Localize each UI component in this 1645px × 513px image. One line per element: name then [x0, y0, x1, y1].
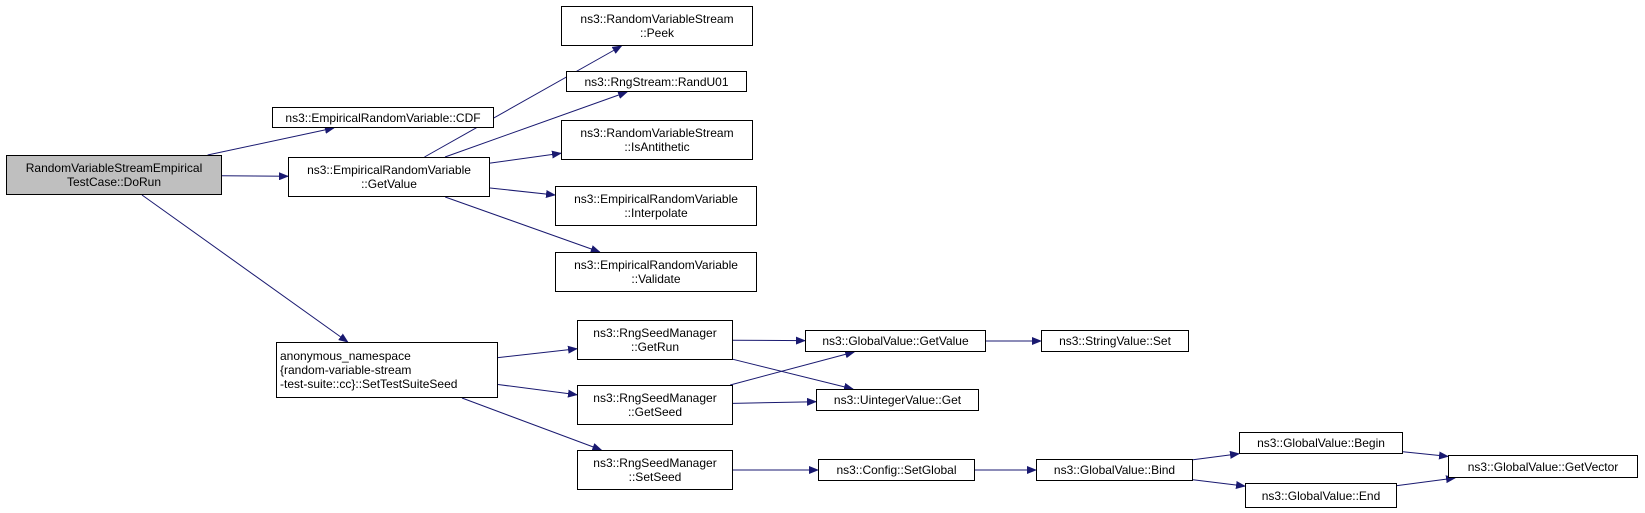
node-globalvalue-end[interactable]: ns3::GlobalValue::End — [1245, 483, 1397, 508]
node-uintegervalue-get[interactable]: ns3::UintegerValue::Get — [816, 389, 979, 411]
edge-root-to-cdf — [207, 125, 335, 156]
node-label-line: ::GetRun — [630, 340, 680, 354]
node-label-line: ns3::RandomVariableStream — [580, 12, 734, 26]
edge-root-to-getvalue — [221, 172, 289, 181]
node-label-line: ns3::EmpiricalRandomVariable::CDF — [285, 110, 481, 125]
node-settestsuiteseed[interactable]: anonymous_namespace {random-variable-str… — [276, 342, 498, 398]
edge-settestsuiteseed-to-getseed — [497, 384, 578, 398]
node-label-line: ns3::UintegerValue::Get — [833, 393, 962, 407]
node-label-line: ::Peek — [639, 26, 675, 40]
node-stream-isantithetic[interactable]: ns3::RandomVariableStream ::IsAntithetic — [561, 120, 753, 160]
node-globalvalue-getvector[interactable]: ns3::GlobalValue::GetVector — [1448, 455, 1638, 478]
node-label-line: ns3::StringValue::Set — [1059, 334, 1171, 348]
edge-root-to-settestsuiteseed — [141, 194, 349, 343]
edge-getrun-to-uinteger_get — [732, 358, 854, 391]
edge-getvalue-to-validate — [445, 196, 601, 253]
node-globalvalue-getvalue[interactable]: ns3::GlobalValue::GetValue — [805, 330, 986, 352]
node-config-setglobal[interactable]: ns3::Config::SetGlobal — [818, 459, 975, 481]
node-empirical-getvalue[interactable]: ns3::EmpiricalRandomVariable ::GetValue — [288, 157, 490, 197]
node-empirical-interpolate[interactable]: ns3::EmpiricalRandomVariable ::Interpola… — [555, 186, 757, 226]
edge-gv_bind-to-gv_end — [1192, 479, 1246, 489]
node-label-line: {random-variable-stream — [280, 363, 412, 377]
node-empirical-validate[interactable]: ns3::EmpiricalRandomVariable ::Validate — [555, 252, 757, 292]
edge-settestsuiteseed-to-setseed — [461, 397, 603, 451]
node-empirical-cdf[interactable]: ns3::EmpiricalRandomVariable::CDF — [272, 107, 494, 128]
node-label-line: ns3::EmpiricalRandomVariable — [307, 163, 471, 177]
node-label-line: ns3::EmpiricalRandomVariable — [574, 258, 738, 272]
node-label-line: ns3::GlobalValue::GetVector — [1467, 459, 1619, 474]
node-stringvalue-set[interactable]: ns3::StringValue::Set — [1041, 330, 1189, 352]
node-rngseedmanager-getrun[interactable]: ns3::RngSeedManager ::GetRun — [577, 320, 733, 360]
edge-getvalue-to-interpolate — [489, 187, 556, 199]
edge-gv_begin-to-gv_getvector — [1402, 451, 1449, 460]
edge-getseed-to-gv_getvalue — [730, 350, 856, 386]
node-label-line: ns3::GlobalValue::Begin — [1257, 436, 1385, 450]
node-label-line: ns3::GlobalValue::End — [1261, 488, 1381, 503]
node-label-line: ::SetSeed — [628, 470, 682, 484]
edge-settestsuiteseed-to-getrun — [497, 345, 578, 359]
edge-getseed-to-uinteger_get — [732, 397, 817, 406]
node-globalvalue-begin[interactable]: ns3::GlobalValue::Begin — [1239, 432, 1403, 454]
node-rngseedmanager-getseed[interactable]: ns3::RngSeedManager ::GetSeed — [577, 385, 733, 425]
edge-gv_end-to-gv_getvector — [1396, 475, 1456, 487]
node-stream-peek[interactable]: ns3::RandomVariableStream ::Peek — [561, 6, 753, 46]
node-label-line: ::Validate — [631, 272, 681, 286]
node-label-line: anonymous_namespace — [280, 349, 411, 363]
node-rngstream-randu01[interactable]: ns3::RngStream::RandU01 — [566, 71, 747, 92]
node-globalvalue-bind[interactable]: ns3::GlobalValue::Bind — [1036, 459, 1193, 481]
node-label-line: RandomVariableStreamEmpirical — [25, 161, 203, 175]
node-label-line: ::Interpolate — [624, 206, 688, 220]
edge-getvalue-to-peek — [424, 45, 623, 158]
node-label-line: -test-suite::cc}::SetTestSuiteSeed — [280, 377, 458, 391]
edge-getvalue-to-randu01 — [444, 91, 629, 158]
node-label-line: ::GetValue — [361, 177, 417, 191]
node-label-line: ns3::RngSeedManager — [593, 456, 717, 470]
node-label-line: ns3::GlobalValue::Bind — [1053, 463, 1176, 477]
node-root-dorun: RandomVariableStreamEmpirical TestCase::… — [6, 155, 222, 195]
node-label-line: ns3::RngSeedManager — [593, 326, 717, 340]
node-label-line: ns3::RngSeedManager — [593, 391, 717, 405]
edge-gv_bind-to-gv_begin — [1192, 450, 1240, 461]
node-label-line: ns3::EmpiricalRandomVariable — [574, 192, 738, 206]
node-label-line: ns3::Config::SetGlobal — [836, 463, 957, 477]
node-label-line: TestCase::DoRun — [66, 175, 162, 189]
node-label-line: ::GetSeed — [627, 405, 683, 419]
node-label-line: ::IsAntithetic — [624, 140, 690, 154]
edge-getvalue-to-isantithetic — [489, 150, 562, 164]
node-rngseedmanager-setseed[interactable]: ns3::RngSeedManager ::SetSeed — [577, 450, 733, 490]
node-label-line: ns3::GlobalValue::GetValue — [822, 334, 969, 348]
node-label-line: ns3::RandomVariableStream — [580, 126, 734, 140]
node-label-line: ns3::RngStream::RandU01 — [584, 74, 729, 89]
